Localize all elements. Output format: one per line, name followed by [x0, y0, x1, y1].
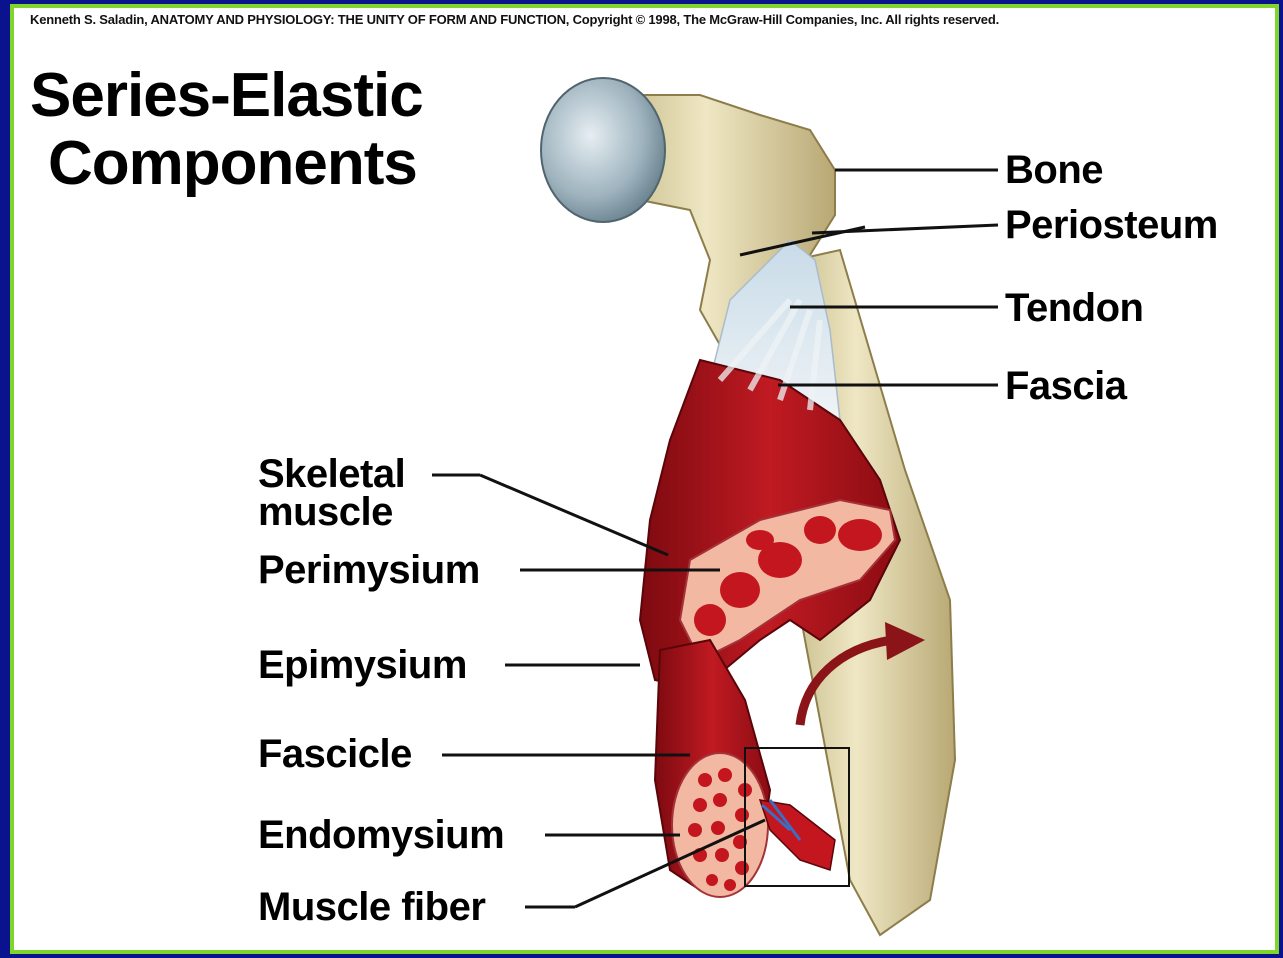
label-bone: Bone — [1005, 150, 1103, 190]
label-epimysium: Epimysium — [258, 645, 467, 685]
label-skeletal: Skeletal — [258, 455, 405, 493]
label-muscle: muscle — [258, 493, 393, 531]
label-perimysium: Perimysium — [258, 550, 480, 590]
label-fascia: Fascia — [1005, 366, 1127, 406]
title-line-1: Series-Elastic — [30, 61, 423, 130]
label-fascicle: Fascicle — [258, 734, 412, 774]
label-endomysium: Endomysium — [258, 815, 504, 855]
label-muscle-fiber: Muscle fiber — [258, 887, 485, 927]
copyright-notice: Kenneth S. Saladin, ANATOMY AND PHYSIOLO… — [30, 12, 1270, 27]
bone-head — [541, 78, 665, 222]
title-line-2: Components — [30, 130, 423, 198]
label-tendon: Tendon — [1005, 288, 1143, 328]
label-periosteum: Periosteum — [1005, 205, 1218, 245]
page-title: Series-Elastic Components — [30, 62, 423, 198]
